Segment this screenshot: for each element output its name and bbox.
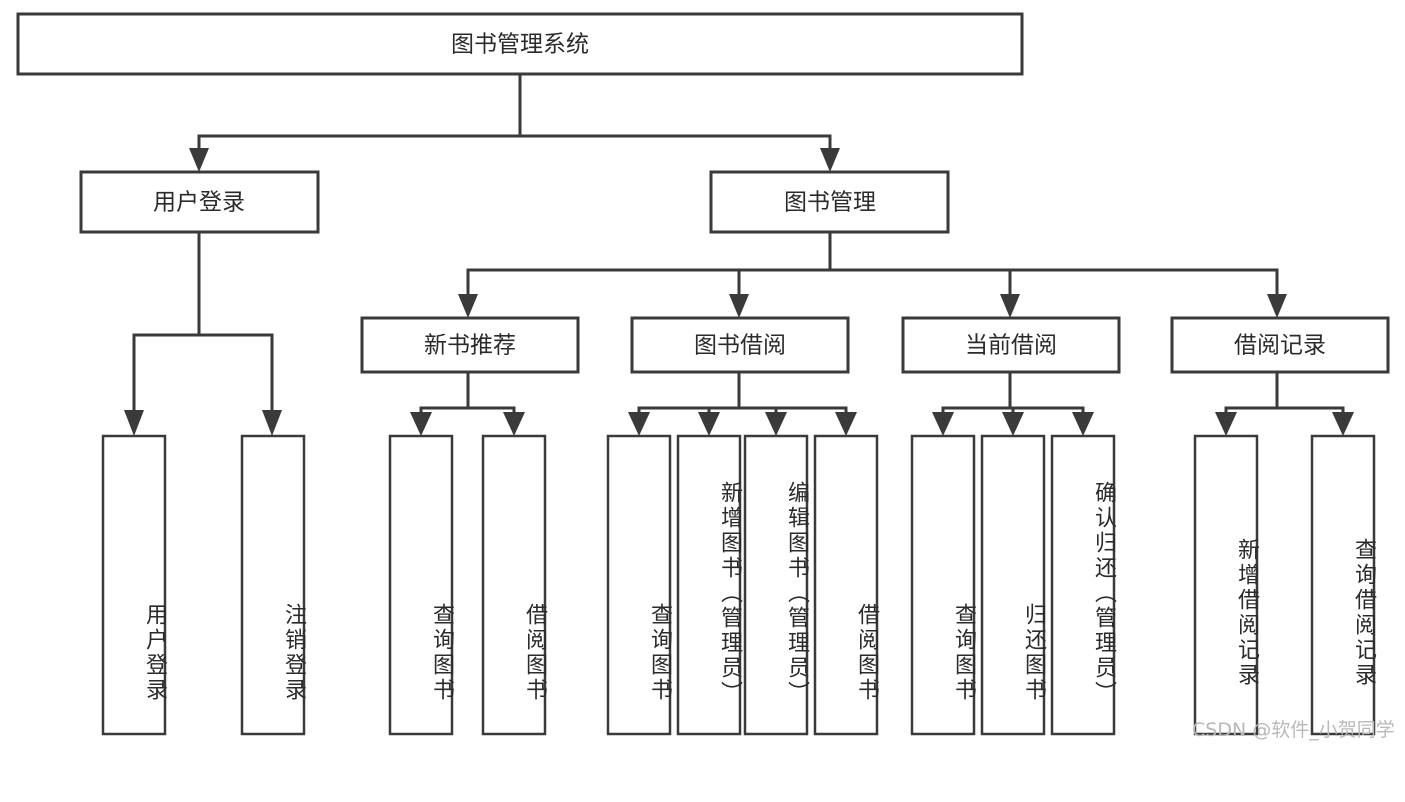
node-new-book-recommend-box[interactable] xyxy=(360,316,580,374)
csdn-watermark: CSDN @软件_小贺同学 xyxy=(1192,719,1395,741)
leaf-box-logout-login[interactable] xyxy=(240,434,306,736)
node-root-box[interactable] xyxy=(16,12,1024,76)
leaf-box-layer xyxy=(101,434,1376,736)
node-root-label: 图书管理系统 xyxy=(451,32,589,58)
leaf-box-add-book-admin[interactable] xyxy=(676,434,742,736)
leaf-box-return-book[interactable] xyxy=(980,434,1046,736)
node-new-book-recommend[interactable]: 新书推荐 xyxy=(360,316,580,374)
arrow-head-leaf-query-borrow-record xyxy=(1332,412,1354,436)
node-book-management-box[interactable] xyxy=(709,170,950,234)
arrow-head-leaf-confirm-return-admin xyxy=(1072,412,1094,436)
node-book-borrow-label: 图书借阅 xyxy=(694,333,786,359)
diagram-canvas: 图书管理系统 用户登录 图书管理 新书推荐 图书借阅 当前借阅 借阅记录 xyxy=(16,12,1390,736)
leaf-box-query-book-rec[interactable] xyxy=(388,434,454,736)
arrow-head-current-borrow xyxy=(1000,294,1020,318)
diagram-root: 图书管理系统 用户登录 图书管理 新书推荐 图书借阅 当前借阅 借阅记录 xyxy=(16,12,1395,741)
arrow-head-new-book-recommend xyxy=(458,294,478,318)
node-user-login-box[interactable] xyxy=(79,170,320,234)
node-book-management-label: 图书管理 xyxy=(784,190,876,216)
arrow-head-leaf-borrow-book xyxy=(835,412,857,436)
arrow-head-borrow-record xyxy=(1267,294,1287,318)
node-borrow-record-label: 借阅记录 xyxy=(1234,333,1326,359)
node-borrow-record-box[interactable] xyxy=(1170,316,1390,374)
leaf-box-query-book-borrow[interactable] xyxy=(606,434,672,736)
node-book-management[interactable]: 图书管理 xyxy=(709,170,950,234)
leaf-box-query-book-current[interactable] xyxy=(910,434,976,736)
arrow-head-leaf-logout-login xyxy=(262,410,282,436)
arrow-head-user-login xyxy=(189,148,209,172)
node-current-borrow-label: 当前借阅 xyxy=(965,333,1057,359)
node-user-login[interactable]: 用户登录 xyxy=(79,170,320,234)
leaf-box-query-borrow-record[interactable] xyxy=(1310,434,1376,736)
arrow-head-leaf-query-book-rec xyxy=(410,412,432,436)
node-current-borrow[interactable]: 当前借阅 xyxy=(901,316,1121,374)
node-root[interactable]: 图书管理系统 xyxy=(16,12,1024,76)
leaf-box-borrow-book[interactable] xyxy=(813,434,879,736)
leaf-box-edit-book-admin[interactable] xyxy=(743,434,809,736)
arrow-head-book-borrow xyxy=(729,294,749,318)
leaf-box-add-borrow-record[interactable] xyxy=(1193,434,1259,736)
arrow-head-leaf-add-borrow-record xyxy=(1215,412,1237,436)
arrow-head-leaf-add-book-admin xyxy=(698,412,720,436)
leaf-box-user-login[interactable] xyxy=(101,434,167,736)
node-book-borrow[interactable]: 图书借阅 xyxy=(630,316,850,374)
arrow-head-leaf-edit-book-admin xyxy=(765,412,787,436)
leaf-box-confirm-return-admin[interactable] xyxy=(1050,434,1116,736)
arrow-head-book-management xyxy=(820,148,840,172)
node-book-borrow-box[interactable] xyxy=(630,316,850,374)
leaf-box-borrow-book-rec[interactable] xyxy=(481,434,547,736)
connector-layer xyxy=(124,72,1354,436)
node-user-login-label: 用户登录 xyxy=(153,190,245,216)
arrow-head-leaf-query-book-current xyxy=(932,412,954,436)
arrow-head-leaf-query-book-borrow xyxy=(628,412,650,436)
arrow-head-leaf-user-login xyxy=(124,410,144,436)
node-borrow-record[interactable]: 借阅记录 xyxy=(1170,316,1390,374)
arrow-head-leaf-return-book xyxy=(1002,412,1024,436)
node-new-book-recommend-label: 新书推荐 xyxy=(424,333,516,359)
arrow-head-leaf-borrow-book-rec xyxy=(503,412,525,436)
node-current-borrow-box[interactable] xyxy=(901,316,1121,374)
